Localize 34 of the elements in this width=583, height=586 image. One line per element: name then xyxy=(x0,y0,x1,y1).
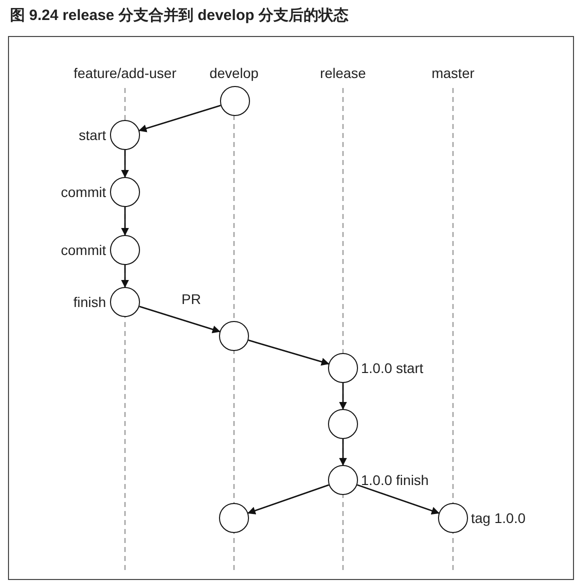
arrow xyxy=(121,207,129,236)
arrow xyxy=(248,340,330,366)
lane-heading: master xyxy=(432,65,474,81)
arrow xyxy=(139,306,220,334)
edge-label: PR xyxy=(182,291,201,307)
commit-circle xyxy=(110,287,140,317)
commit-circle xyxy=(328,465,358,495)
arrow xyxy=(356,484,440,515)
lane-heading: develop xyxy=(209,65,259,81)
commit-label: start xyxy=(78,127,106,143)
arrow xyxy=(247,484,330,514)
commit-circle xyxy=(438,503,468,533)
arrow xyxy=(121,150,129,178)
lane-heading: feature/add-user xyxy=(74,65,176,81)
commit-label: commit xyxy=(60,242,106,258)
commit-circle xyxy=(328,353,358,383)
commit-label: tag 1.0.0 xyxy=(471,510,526,526)
commit-circle xyxy=(220,86,250,116)
commit-label: 1.0.0 start xyxy=(361,360,424,376)
arrow xyxy=(138,104,221,132)
commit-circle xyxy=(110,177,140,207)
commit-label: commit xyxy=(60,184,106,200)
arrow xyxy=(121,265,129,288)
commit-circle xyxy=(219,321,249,351)
figure-title: 图 9.24 release 分支合并到 develop 分支后的状态 xyxy=(10,8,348,24)
commit-label: finish xyxy=(73,294,106,310)
lane-heading: release xyxy=(320,65,366,81)
commit-circle xyxy=(328,409,358,439)
commit-circle xyxy=(110,120,140,150)
commit-circle xyxy=(219,503,249,533)
commit-circle xyxy=(110,235,140,265)
commit-label: 1.0.0 finish xyxy=(361,472,429,488)
arrow xyxy=(339,383,347,410)
arrow xyxy=(339,439,347,466)
